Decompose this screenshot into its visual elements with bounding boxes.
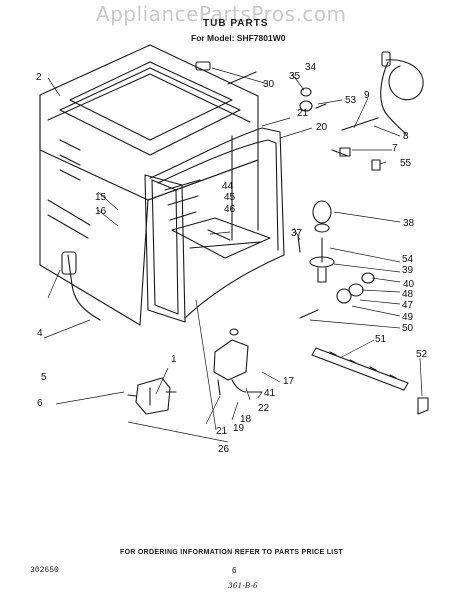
- callout-54: 54: [402, 254, 414, 265]
- callout-34: 34: [305, 62, 317, 73]
- watermark: AppliancePartsPros.com: [96, 2, 347, 26]
- callout-20: 20: [316, 122, 328, 133]
- callout-40: 40: [403, 279, 415, 290]
- callout-17: 17: [283, 376, 295, 387]
- document-code: 302650: [30, 566, 59, 575]
- callout-21: 21: [297, 108, 309, 119]
- callout-53: 53: [345, 95, 357, 106]
- callout-4: 4: [37, 328, 43, 339]
- model-line: For Model: SHF7801W0: [191, 33, 286, 43]
- callout-37: 37: [291, 228, 303, 239]
- pump-parts: [297, 200, 375, 319]
- clip-part: [417, 397, 429, 415]
- inner-rails: [164, 179, 201, 221]
- callout-38: 38: [403, 218, 415, 229]
- ordering-note: FOR ORDERING INFORMATION REFER TO PARTS …: [120, 549, 344, 556]
- callout-50: 50: [402, 323, 414, 334]
- inlet-valve: [127, 377, 177, 415]
- tub-floor: [171, 217, 271, 259]
- callout-19: 19: [233, 423, 245, 434]
- callout-45: 45: [224, 192, 236, 203]
- callout-7: 7: [392, 143, 398, 154]
- callout-labels: 1245678915161718192021212226303435373839…: [36, 62, 428, 455]
- callout-46: 46: [224, 204, 236, 215]
- callout-49: 49: [402, 312, 414, 323]
- callout-48: 48: [402, 289, 414, 300]
- hose-assembly: [331, 51, 424, 171]
- callout-51: 51: [375, 334, 387, 345]
- bracket: [311, 347, 409, 391]
- tub-body: [39, 44, 259, 326]
- callout-41: 41: [264, 388, 276, 399]
- page-number: 6: [232, 566, 237, 575]
- small-hardware: [195, 61, 327, 112]
- callout-15: 15: [95, 192, 107, 203]
- callout-44: 44: [222, 181, 234, 192]
- callout-5: 5: [41, 372, 47, 383]
- callout-26: 26: [218, 444, 230, 455]
- callout-2: 2: [36, 72, 42, 83]
- callout-1: 1: [171, 354, 177, 365]
- callout-21: 21: [216, 426, 228, 437]
- callout-47: 47: [402, 300, 414, 311]
- diagram-title: TUB PARTS: [203, 18, 269, 29]
- callout-9: 9: [364, 90, 370, 101]
- heater-assembly: [213, 328, 263, 396]
- callout-8: 8: [403, 131, 409, 142]
- drain-hose: [61, 251, 101, 321]
- handwritten-note: 361-B-6: [228, 581, 258, 590]
- door-gasket: [144, 127, 285, 323]
- callout-16: 16: [95, 206, 107, 217]
- callout-39: 39: [402, 265, 414, 276]
- callout-22: 22: [258, 403, 270, 414]
- callout-6: 6: [37, 398, 43, 409]
- callout-18: 18: [240, 414, 252, 425]
- callout-30: 30: [263, 79, 275, 90]
- leader-lines: [43, 67, 423, 443]
- callout-52: 52: [416, 349, 428, 360]
- callout-55: 55: [400, 158, 412, 169]
- callout-35: 35: [289, 71, 301, 82]
